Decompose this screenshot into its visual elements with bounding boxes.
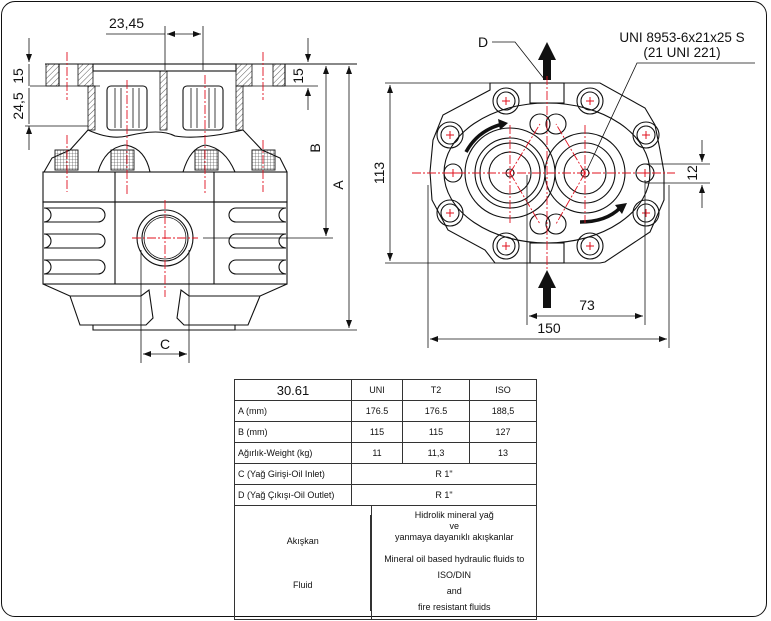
- col-header-uni: UNI: [351, 379, 403, 401]
- spec-table: 30.61 UNI T2 ISO A (mm) 176.5 176.5 188,…: [233, 379, 537, 620]
- flange-section-left-outer: [45, 63, 60, 87]
- cell-value: 176.5: [351, 400, 403, 422]
- inlet-label: C (Yağ Girişi-Oil Inlet): [234, 463, 352, 485]
- dim-C-label: C: [160, 336, 170, 352]
- dim-flange-right: 15: [290, 68, 306, 84]
- dim-B-label: B: [307, 143, 323, 152]
- outlet-value: R 1": [351, 484, 537, 506]
- col-header-iso: ISO: [469, 379, 537, 401]
- flange-section-right-inner: [235, 63, 253, 87]
- dim-hole-12: 12: [684, 165, 700, 181]
- cell-value: 11,3: [402, 442, 470, 464]
- cell-value: 127: [469, 421, 537, 443]
- model-number: 30.61: [234, 379, 352, 401]
- cooling-slots-left: [43, 207, 106, 275]
- shaft-right: [182, 85, 224, 131]
- cell-value: 115: [402, 421, 470, 443]
- dim-flange-left-bottom: 24,5: [10, 92, 26, 119]
- rotation-arrow-left-icon: [464, 122, 504, 153]
- fluid-en-line3: fire resistant fluids: [417, 602, 491, 612]
- body-upper: [42, 171, 288, 203]
- cell-value: 188,5: [469, 400, 537, 422]
- dim-73: 73: [579, 297, 595, 313]
- flange-section-right-outer: [272, 63, 286, 87]
- flange-section-left-inner: [77, 63, 94, 87]
- col-header-t2: T2: [402, 379, 470, 401]
- inlet-row: C (Yağ Girişi-Oil Inlet) R 1": [234, 463, 537, 485]
- fluid-label-en: Fluid: [292, 579, 313, 590]
- dim-flange-left-top: 15: [10, 68, 26, 84]
- bolt-4: [251, 149, 276, 171]
- cell-value: 115: [351, 421, 403, 443]
- bolt-3: [194, 149, 219, 171]
- table-row: A (mm) 176.5 176.5 188,5: [234, 400, 537, 422]
- cell-value: 11: [351, 442, 403, 464]
- outlet-D-label: D: [478, 34, 488, 50]
- spec-header-row: 30.61 UNI T2 ISO: [234, 379, 537, 401]
- rotation-arrow-right-icon: [579, 206, 622, 224]
- fluid-tr-line3: yanmaya dayanıklı akışkanlar: [394, 532, 514, 542]
- cooling-slots-right: [228, 207, 287, 275]
- inlet-value: R 1": [351, 463, 537, 485]
- fluid-tr-line2: ve: [449, 521, 459, 531]
- dim-pitch-label: 23,45: [109, 15, 144, 31]
- bolt-holes: [436, 87, 660, 260]
- spline-spec-line2: (21 UNI 221): [643, 45, 720, 60]
- fluid-en-line2: and: [446, 586, 462, 596]
- bolt-1: [54, 149, 79, 171]
- cell-value: 176.5: [402, 400, 470, 422]
- dim-150: 150: [537, 320, 561, 336]
- fluid-en-line1: Mineral oil based hydraulic fluids to IS…: [384, 554, 525, 580]
- row-label: Ağırlık-Weight (kg): [234, 442, 352, 464]
- cell-value: 13: [469, 442, 537, 464]
- table-row: B (mm) 115 115 127: [234, 421, 537, 443]
- dim-height-113: 113: [371, 162, 387, 185]
- outlet-row: D (Yağ Çıkışı-Oil Outlet) R 1": [234, 484, 537, 506]
- center-web: [159, 70, 168, 131]
- row-label: A (mm): [234, 400, 352, 422]
- row-label: B (mm): [234, 421, 352, 443]
- fluid-row: Akışkan Fluid Hidrolik mineral yağ ve ya…: [233, 505, 537, 620]
- fluid-tr-line1: Hidrolik mineral yağ: [414, 510, 494, 520]
- bolt-2: [110, 149, 135, 171]
- outlet-label: D (Yağ Çıkışı-Oil Outlet): [234, 484, 352, 506]
- spline-spec-line1: UNI 8953-6x21x25 S: [619, 30, 744, 45]
- outlet-arrow-icon: [538, 42, 556, 80]
- inlet-arrow-icon: [538, 270, 556, 308]
- fluid-label-tr: Akışkan: [286, 535, 319, 546]
- table-row: Ağırlık-Weight (kg) 11 11,3 13: [234, 442, 537, 464]
- dim-A-label: A: [330, 180, 346, 190]
- front-view: D UNI 8953-6x21x25 S (21 UNI 221) 113 12…: [371, 30, 755, 348]
- side-view: 23,45 15 24,5 15 B A C: [10, 15, 357, 363]
